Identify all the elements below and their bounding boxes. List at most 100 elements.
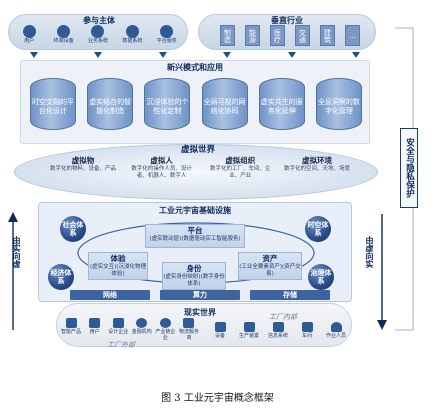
participant-business: 业务系统 [83,25,113,47]
experience-title: 体验 [110,254,126,263]
asset-desc: (工业全要素资产)(资产交易) [239,264,301,277]
device-icon [57,25,71,38]
inside-item: 车间 [295,322,319,344]
infra-title: 工业元宇宙基础设施 [159,206,231,215]
virtual-item: 虚拟组织 数字化的工厂、车间、企业、产业 [207,155,273,193]
outside-items-row: 智能产品 用户 设计企业 金融机构 产业链企业 物流服务商 [60,318,200,341]
ball-spacetime: 时空体系 [305,216,331,242]
apps-title: 新兴模式和应用 [167,63,223,72]
virtual-item-desc: 数字化的物料、设备、产品 [50,166,117,172]
platform-desc: (虚实联动层)(数据驱动实工智能服务) [149,236,241,242]
ball-governance: 治理体系 [308,264,334,290]
app-cylinder: 时空交融的平台化设计 [30,78,76,130]
participant-device: 终端设备 [49,25,79,47]
arrow-down-icon [30,52,38,58]
industries-title: 垂直行业 [271,16,303,25]
virtual-item: 虚拟人 数字化的操作人员、设计者、机器人、数字人 [127,155,197,193]
figure-caption: 图 3 工业元宇宙概念框架 [161,393,274,404]
platform-title: 平台 [187,226,203,235]
virtual-world-title: 虚拟世界 [180,145,215,155]
inside-items-row: 设备 生产装置 信息系统 车间 作业人员 [208,322,348,344]
truck-icon [183,318,195,328]
asset-title: 资产 [262,254,278,263]
inside-item: 作业人员 [324,322,348,344]
participant-user: 用户 [14,25,44,47]
industry-medical: 医疗 [270,25,285,46]
identity-box: 身份 (虚实身份映射)(数字身份体系) [162,262,226,290]
app-cylinder: 全局可视的网络化协同 [201,78,248,130]
worker-icon [330,322,342,332]
business-icon [91,25,105,38]
outside-item: 智能产品 [60,318,82,340]
apps-row: 时空交融的平台化设计 虚实结合的智能化制造 沉浸体验的个性化定制 全局可视的网络… [30,78,362,138]
identity-title: 身份 [186,264,202,273]
outside-item: 设计企业 [107,318,129,340]
platform-icon [160,25,174,38]
outside-item: 金融机构 [131,318,153,340]
arrow-down-icon [158,52,167,58]
virtual-item-title: 虚拟组织 [225,156,256,165]
factory-inside-label: 工厂内部 [269,313,297,321]
top-arrows [30,52,360,60]
platform-box: 平台 (虚实联动层)(数据驱动实工智能服务) [145,224,245,248]
virtual-item-title: 虚拟物 [71,156,95,165]
app-cylinder: 虚实共生的服务化延伸 [258,78,305,130]
virtual-item-desc: 数字化的工厂、车间、企业、产业 [210,166,271,179]
right-arrow-label: 由虚向实 [365,236,374,268]
participants-row: 用户 终端设备 业务系统 数据系统 平台服务 [12,25,184,47]
identity-desc: (虚实身份映射)(数字身份体系) [163,274,225,287]
participant-data: 数据系统 [117,25,147,47]
app-cylinder: 全息洞察的数字化管理 [315,78,362,130]
app-cylinder: 虚实结合的智能化制造 [87,78,134,130]
storage-bar: 存储 [250,290,330,300]
virtual-world-ellipse [14,144,378,200]
industry-more: … [345,25,360,46]
virtual-item: 虚拟环境 数字化的空间、天地、场景 [284,155,350,193]
asset-box: 资产 (工业全要素资产)(资产交易) [238,252,302,280]
real-world-title: 现实世界 [184,308,216,317]
industry-manufacturing: 制造 [220,25,235,46]
chain-icon [159,318,171,328]
data-icon [125,25,139,38]
industry-construction: 建筑 [320,25,335,46]
virtual-item-title: 虚拟人 [150,156,173,165]
user-icon [22,25,36,38]
participants-title: 参与主体 [83,16,115,25]
factory-icon [301,322,313,332]
industries-row: 制造 能源 医疗 交通 建筑 … [220,25,360,47]
compute-bar: 算力 [160,290,240,300]
ball-economy: 经济体系 [48,264,74,290]
arrow-down-icon [94,52,103,58]
monitor-icon [272,322,284,332]
inside-item: 生产装置 [237,322,261,344]
inside-item: 设备 [208,322,232,344]
infra-bars: 网络 算力 存储 [70,290,330,300]
security-box: 安全与隐私保护 [400,128,418,208]
experience-box: 体验 (虚实交互)(沉浸化物理体验) [88,252,148,280]
virtual-item-title: 虚拟环境 [301,156,332,165]
arrow-down-icon [223,52,232,58]
equipment-icon [214,322,226,332]
factory-outside-label: 工厂外部 [107,341,135,349]
participant-platform: 平台服务 [152,25,182,47]
bank-icon [136,318,148,328]
industry-energy: 能源 [245,25,260,46]
outside-item: 产业链企业 [154,318,176,341]
left-arrow [8,212,18,330]
industry-transport: 交通 [295,25,310,46]
experience-desc: (虚实交互)(沉浸化物理体验) [90,264,146,277]
network-bar: 网络 [70,290,150,300]
arrow-down-icon [351,52,360,58]
ball-social: 社会体系 [60,216,86,242]
building-icon [112,318,124,328]
apps-panel [20,60,370,144]
left-arrow-label: 由实向虚 [12,236,21,268]
virtual-items-row: 虚拟物 数字化的物料、设备、产品 虚拟人 数字化的操作人员、设计者、机器人、数字… [50,155,350,193]
app-cylinder: 沉浸体验的个性化定制 [144,78,191,130]
outside-item: 物流服务商 [178,318,200,341]
robot-arm-icon [243,322,255,332]
user-icon [89,318,101,328]
virtual-item-desc: 数字化的空间、天地、场景 [283,166,350,172]
virtual-item: 虚拟物 数字化的物料、设备、产品 [50,155,116,193]
product-icon [65,318,77,328]
